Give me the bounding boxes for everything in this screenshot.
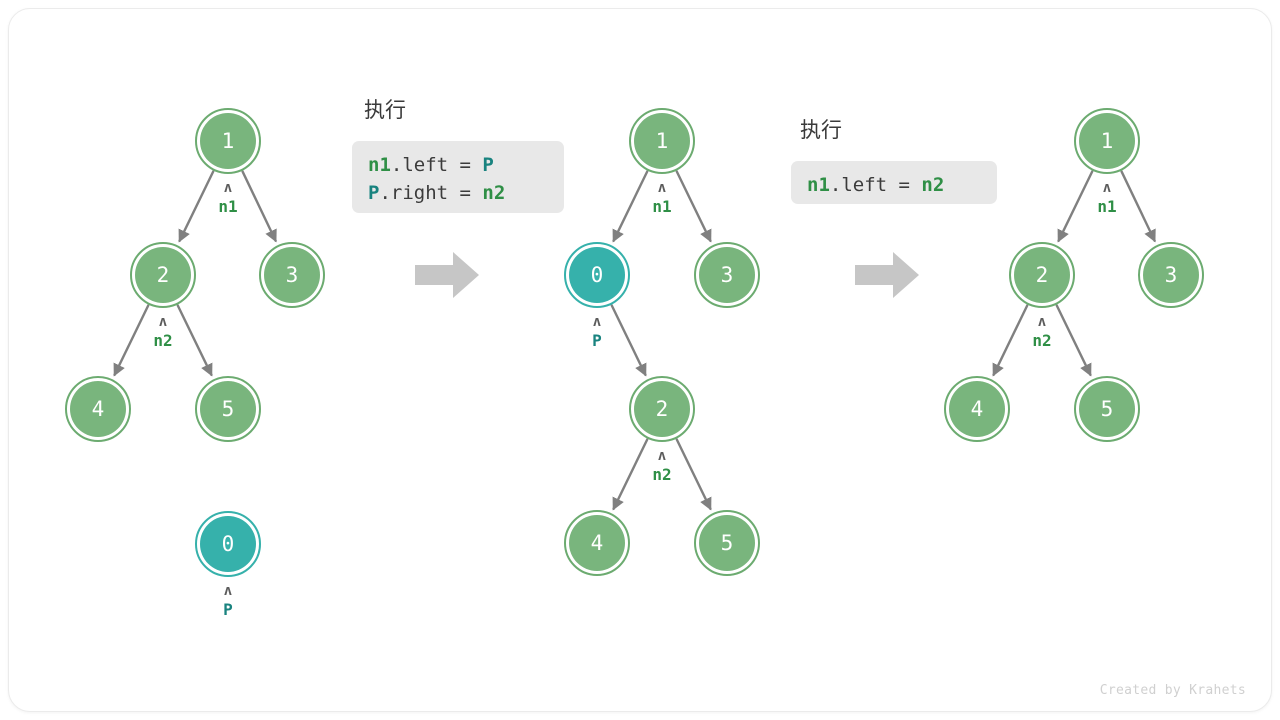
node-outer-ring (944, 376, 1010, 442)
pointer-caret-icon: ʌ (1102, 180, 1112, 196)
tree-node-0: 0 (564, 242, 630, 308)
pointer-name: P (223, 600, 233, 619)
node-value: 5 (221, 396, 235, 421)
node-value: 4 (970, 396, 984, 421)
node-value: 5 (720, 530, 734, 555)
node-outer-ring (195, 511, 261, 577)
tree-node-5: 5 (195, 376, 261, 442)
code-token-plain: .left (829, 174, 899, 196)
node-outer-ring (1074, 108, 1140, 174)
node-value: 3 (1164, 262, 1178, 287)
step-arrow-2-icon (855, 250, 919, 300)
code-token-ptr: P (368, 182, 380, 204)
pointer-name: n2 (652, 465, 672, 484)
node-value: 1 (1100, 128, 1114, 153)
node-value: 3 (720, 262, 734, 287)
code-line: n1.left = P (368, 151, 548, 179)
node-outer-ring (130, 242, 196, 308)
code-token-plain: .left (390, 154, 460, 176)
pointer-caret-icon: ʌ (657, 448, 667, 464)
code-token-var: n2 (921, 174, 945, 196)
tree-node-2: 2 (1009, 242, 1075, 308)
step-arrow-1-icon (415, 250, 479, 300)
pointer-caret-icon: ʌ (1037, 314, 1047, 330)
code-token-plain: = (898, 174, 922, 196)
tree-node-1: 1 (629, 108, 695, 174)
code-snippet-box: n1.left = n2 (791, 161, 997, 204)
node-outer-ring (259, 242, 325, 308)
node-outer-ring (195, 108, 261, 174)
node-outer-ring (629, 376, 695, 442)
tree-node-3: 3 (1138, 242, 1204, 308)
pointer-name: n1 (652, 197, 672, 216)
pointer-name: n2 (1032, 331, 1052, 350)
tree-node-5: 5 (694, 510, 760, 576)
tree-node-1: 1 (195, 108, 261, 174)
node-value: 2 (655, 396, 669, 421)
code-token-var: n1 (807, 174, 830, 196)
arrow-shape (855, 252, 919, 298)
node-value: 2 (1035, 262, 1049, 287)
node-outer-ring (1138, 242, 1204, 308)
node-value: 1 (655, 128, 669, 153)
node-value: 0 (590, 262, 604, 287)
operation-caption: 执行 (800, 119, 842, 142)
tree-node-2: 2 (130, 242, 196, 308)
tree-node-4: 4 (65, 376, 131, 442)
pointer-caret-icon: ʌ (223, 583, 233, 599)
node-outer-ring (1009, 242, 1075, 308)
node-value: 4 (91, 396, 105, 421)
pointer-caret-icon: ʌ (592, 314, 602, 330)
pointer-name: n1 (218, 197, 238, 216)
node-value: 2 (156, 262, 170, 287)
node-outer-ring (694, 510, 760, 576)
pointer-name: P (592, 331, 602, 350)
node-value: 4 (590, 530, 604, 555)
pointer-caret-icon: ʌ (158, 314, 168, 330)
pointer-name: n2 (153, 331, 173, 350)
node-outer-ring (629, 108, 695, 174)
tree-node-2: 2 (629, 376, 695, 442)
code-line: P.right = n2 (368, 179, 548, 207)
node-outer-ring (564, 510, 630, 576)
node-value: 3 (285, 262, 299, 287)
node-outer-ring (195, 376, 261, 442)
tree-node-4: 4 (944, 376, 1010, 442)
tree-node-3: 3 (694, 242, 760, 308)
node-outer-ring (1074, 376, 1140, 442)
operation-caption: 执行 (364, 99, 406, 122)
pointer-caret-icon: ʌ (657, 180, 667, 196)
watermark-credit: Created by Krahets (1099, 683, 1246, 698)
node-outer-ring (65, 376, 131, 442)
tree-node-5: 5 (1074, 376, 1140, 442)
code-token-var: n1 (368, 154, 391, 176)
node-value: 5 (1100, 396, 1114, 421)
tree-node-3: 3 (259, 242, 325, 308)
pointer-caret-icon: ʌ (223, 180, 233, 196)
tree-node-4: 4 (564, 510, 630, 576)
code-token-plain: .right (379, 182, 460, 204)
node-value: 0 (221, 531, 235, 556)
tree-node-0: 0 (195, 511, 261, 577)
arrow-shape (415, 252, 479, 298)
pointer-name: n1 (1097, 197, 1117, 216)
code-token-plain: = (459, 154, 483, 176)
code-token-ptr: P (482, 154, 494, 176)
node-value: 1 (221, 128, 235, 153)
code-token-var: n2 (482, 182, 506, 204)
code-token-plain: = (459, 182, 483, 204)
node-outer-ring (564, 242, 630, 308)
tree-node-1: 1 (1074, 108, 1140, 174)
code-line: n1.left = n2 (807, 171, 981, 199)
node-outer-ring (694, 242, 760, 308)
